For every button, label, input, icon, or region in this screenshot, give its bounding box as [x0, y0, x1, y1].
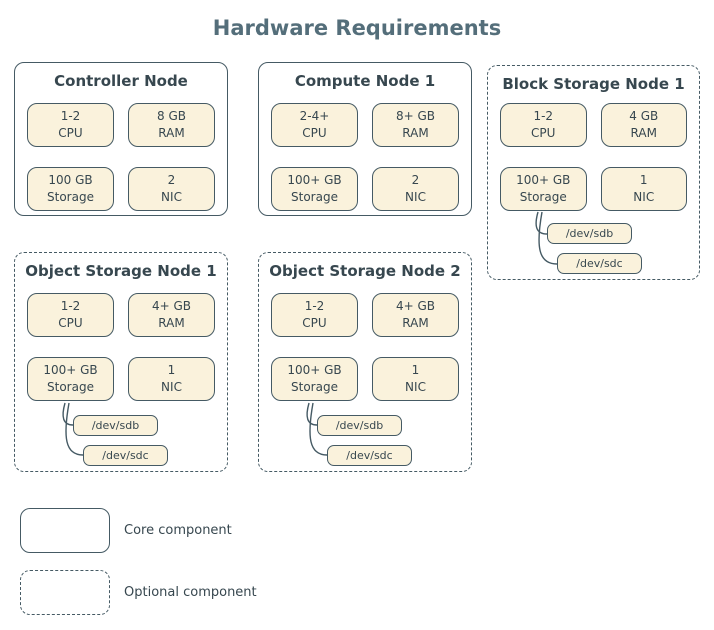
legend-core-swatch: [20, 508, 110, 553]
component-label: Storage: [291, 190, 338, 204]
component-label: RAM: [630, 126, 657, 140]
component-value: 4 GB: [629, 109, 659, 124]
disk-sdb: /dev/sdb: [73, 415, 158, 436]
component-label: NIC: [161, 380, 182, 394]
component-label: RAM: [158, 126, 185, 140]
connector-line: [306, 402, 318, 426]
component-label: Storage: [47, 380, 94, 394]
node-object-storage-1: Object Storage Node 1 1-2 CPU 4+ GB RAM …: [14, 252, 228, 472]
component-value: 100+ GB: [516, 173, 571, 188]
component-label: CPU: [302, 316, 327, 330]
connector-line: [62, 402, 74, 426]
component-value: 1-2: [304, 299, 325, 314]
disk-sdb: /dev/sdb: [317, 415, 402, 436]
component-storage: 100+ GB Storage: [271, 357, 358, 401]
component-label: RAM: [402, 316, 429, 330]
component-value: 1: [639, 173, 648, 188]
component-cpu: 1-2 CPU: [500, 103, 587, 147]
component-label: RAM: [158, 316, 185, 330]
disk-sdc: /dev/sdc: [327, 445, 412, 466]
component-cpu: 1-2 CPU: [271, 293, 358, 337]
component-grid: 1-2 CPU 4+ GB RAM 100+ GB Storage 1 NIC: [271, 293, 459, 401]
component-ram: 4+ GB RAM: [372, 293, 459, 337]
legend-optional-swatch: [20, 570, 110, 615]
disk-sdc: /dev/sdc: [557, 253, 642, 274]
component-value: 2: [167, 173, 176, 188]
legend-core-label: Core component: [124, 523, 232, 538]
node-title: Object Storage Node 2: [269, 262, 461, 280]
node-title: Block Storage Node 1: [502, 75, 685, 93]
node-controller: Controller Node 1-2 CPU 8 GB RAM 100 GB …: [14, 62, 228, 216]
component-cpu: 2-4+ CPU: [271, 103, 358, 147]
component-value: 1: [167, 363, 176, 378]
component-label: NIC: [405, 190, 426, 204]
component-value: 4+ GB: [151, 299, 192, 314]
node-title: Object Storage Node 1: [25, 262, 217, 280]
component-ram: 8+ GB RAM: [372, 103, 459, 147]
component-cpu: 1-2 CPU: [27, 293, 114, 337]
component-label: NIC: [633, 190, 655, 204]
component-nic: 2 NIC: [372, 167, 459, 211]
component-label: Storage: [291, 380, 338, 394]
component-value: 8 GB: [157, 109, 186, 124]
component-nic: 1 NIC: [600, 167, 687, 211]
component-nic: 2 NIC: [128, 167, 215, 211]
component-value: 100+ GB: [43, 363, 98, 378]
component-grid: 2-4+ CPU 8+ GB RAM 100+ GB Storage 2 NIC: [271, 103, 459, 211]
component-value: 1: [411, 363, 420, 378]
component-value: 4+ GB: [395, 299, 436, 314]
component-storage: 100+ GB Storage: [271, 167, 358, 211]
legend-optional: Optional component: [20, 570, 257, 615]
component-value: 100 GB: [48, 173, 93, 188]
page-title: Hardware Requirements: [212, 16, 502, 40]
component-ram: 4+ GB RAM: [128, 293, 215, 337]
node-compute-1: Compute Node 1 2-4+ CPU 8+ GB RAM 100+ G…: [258, 62, 472, 216]
component-label: CPU: [531, 126, 556, 140]
component-label: NIC: [405, 380, 426, 394]
component-value: 100+ GB: [287, 173, 342, 188]
disk-sdb: /dev/sdb: [547, 223, 632, 244]
component-storage: 100+ GB Storage: [500, 167, 587, 211]
component-label: CPU: [58, 316, 83, 330]
component-label: CPU: [58, 126, 83, 140]
component-value: 8+ GB: [395, 109, 436, 124]
node-title: Controller Node: [54, 72, 188, 90]
node-object-storage-2: Object Storage Node 2 1-2 CPU 4+ GB RAM …: [258, 252, 472, 472]
component-value: 1-2: [533, 109, 554, 124]
component-value: 2-4+: [299, 109, 330, 124]
component-storage: 100+ GB Storage: [27, 357, 114, 401]
component-label: Storage: [47, 190, 94, 204]
component-label: CPU: [302, 126, 327, 140]
node-title: Compute Node 1: [294, 72, 436, 90]
component-ram: 8 GB RAM: [128, 103, 215, 147]
component-label: NIC: [161, 190, 182, 204]
legend-core: Core component: [20, 508, 232, 553]
disk-sdc: /dev/sdc: [83, 445, 168, 466]
component-nic: 1 NIC: [372, 357, 459, 401]
component-grid: 1-2 CPU 8 GB RAM 100 GB Storage 2 NIC: [27, 103, 215, 211]
component-grid: 1-2 CPU 4 GB RAM 100+ GB Storage 1 NIC: [500, 103, 687, 211]
component-cpu: 1-2 CPU: [27, 103, 114, 147]
component-grid: 1-2 CPU 4+ GB RAM 100+ GB Storage 1 NIC: [27, 293, 215, 401]
component-value: 1-2: [60, 299, 81, 314]
component-value: 100+ GB: [287, 363, 342, 378]
component-ram: 4 GB RAM: [600, 103, 687, 147]
component-value: 2: [411, 173, 420, 188]
component-nic: 1 NIC: [128, 357, 215, 401]
component-storage: 100 GB Storage: [27, 167, 114, 211]
component-value: 1-2: [60, 109, 81, 124]
legend-optional-label: Optional component: [124, 585, 257, 600]
node-block-storage-1: Block Storage Node 1 1-2 CPU 4 GB RAM 10…: [487, 65, 700, 280]
connector-line: [535, 211, 548, 235]
component-label: RAM: [402, 126, 429, 140]
component-label: Storage: [519, 190, 567, 204]
